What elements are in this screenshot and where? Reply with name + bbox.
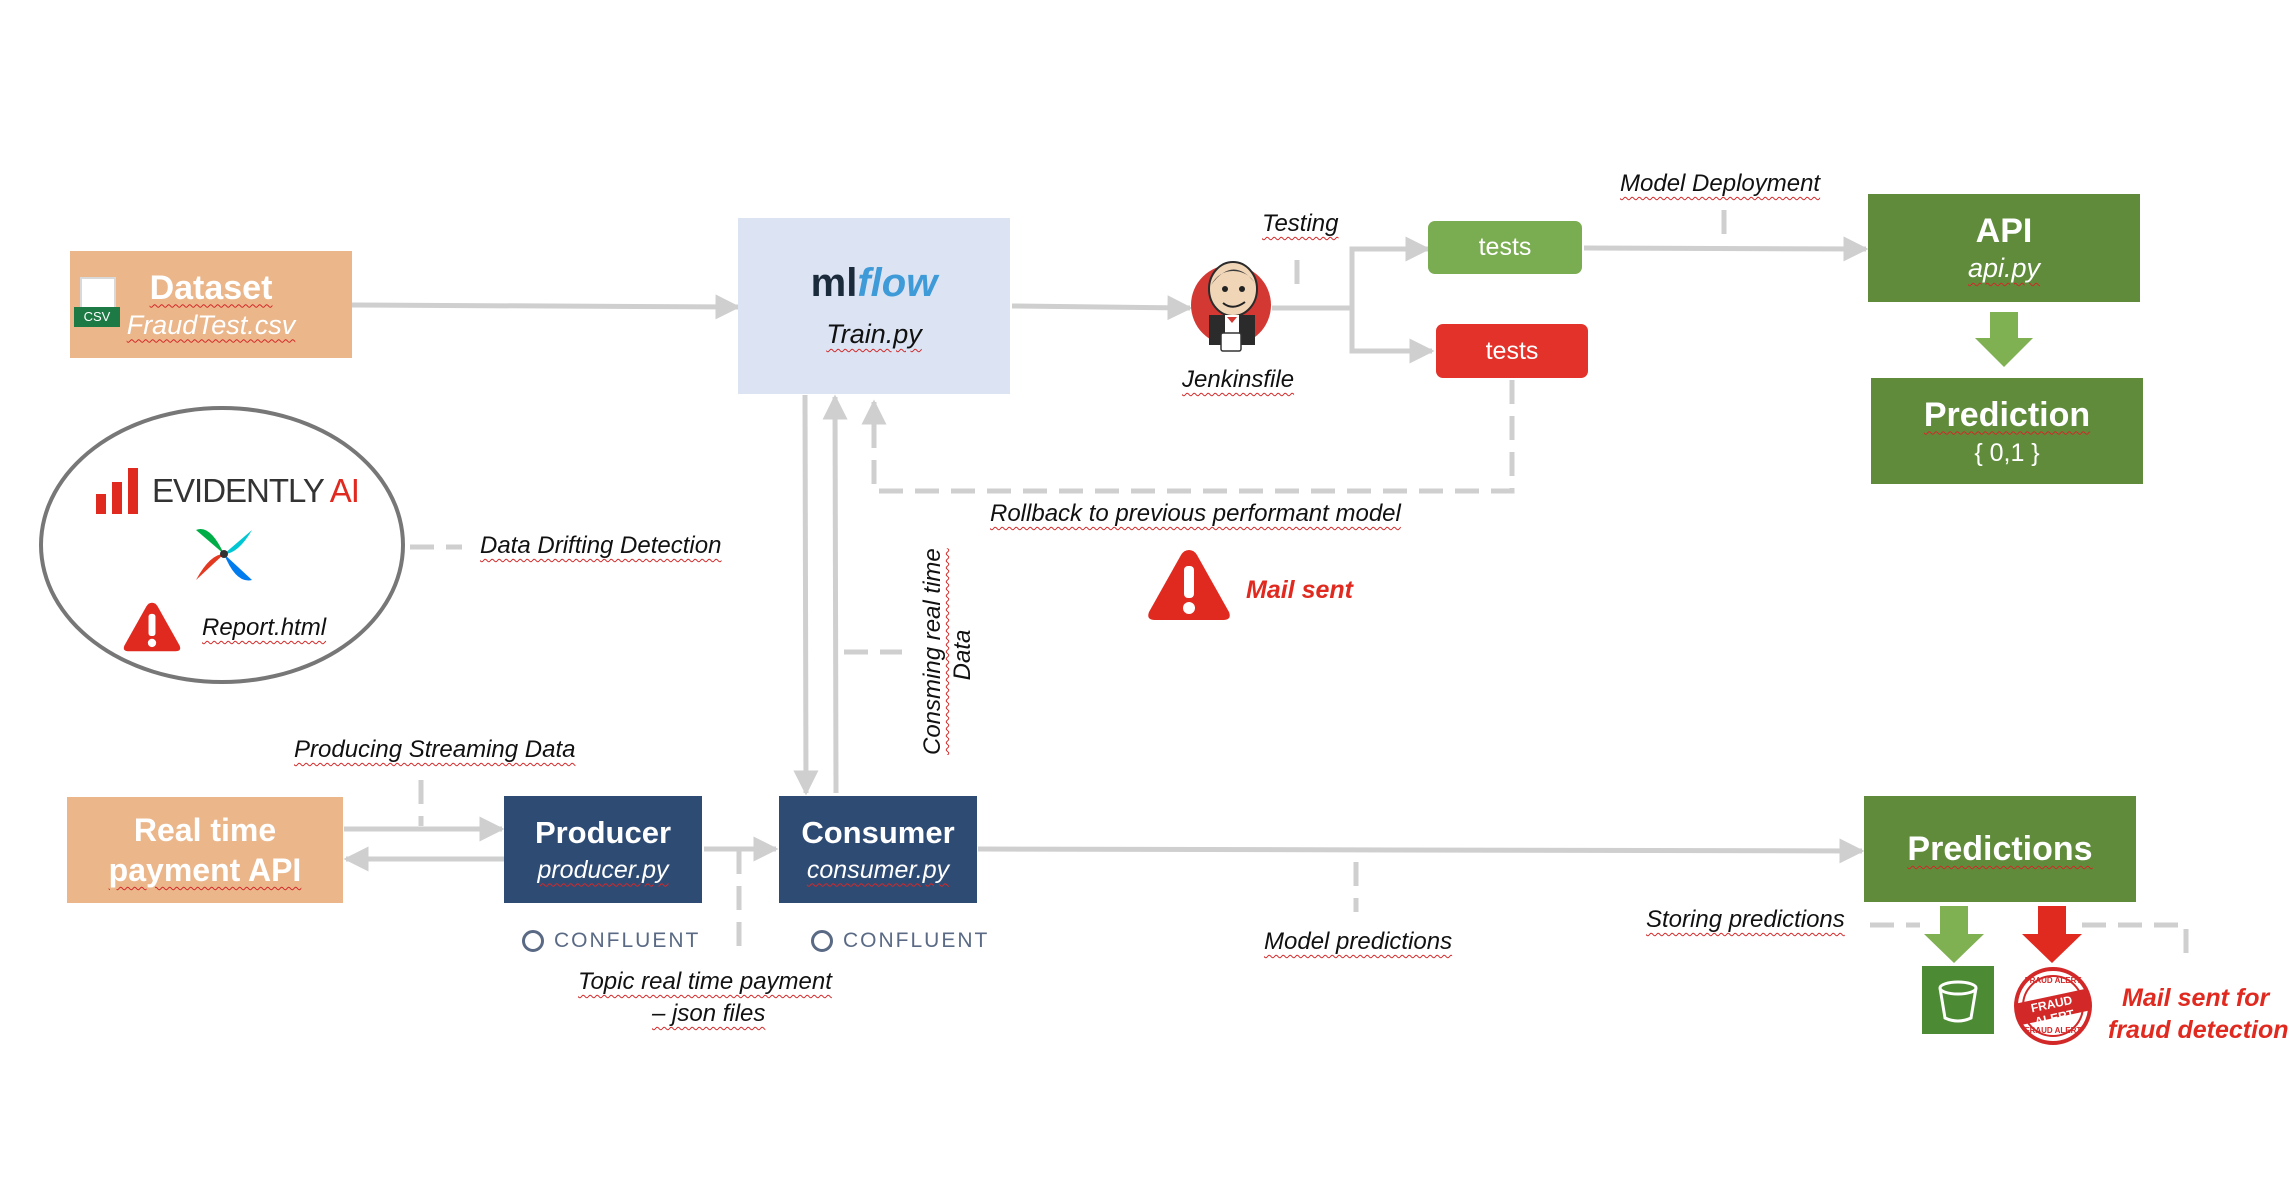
fraud-stamp-bottom: FRAUD ALERT	[2024, 1026, 2082, 1035]
mlflow-file: Train.py	[826, 319, 922, 349]
model-predictions-label: Model predictions	[1264, 928, 1453, 955]
producer-box: Producer producer.py	[504, 796, 702, 903]
mlflow-box: mlflow Train.py	[738, 218, 1010, 394]
tests-pass-badge: tests	[1428, 221, 1582, 274]
producer-file: producer.py	[537, 855, 669, 884]
report-label: Report.html	[202, 614, 327, 641]
realtime-api-box: Real time payment API	[67, 797, 343, 903]
consumer-file: consumer.py	[806, 855, 950, 884]
arrow-jenkins-tests-pass	[1272, 236, 1431, 311]
topic-label-1: Topic real time payment	[578, 968, 832, 995]
mail-sent-label: Mail sent	[1246, 576, 1353, 604]
csv-file-icon: CSV	[74, 277, 120, 329]
api-file: api.py	[1967, 253, 2041, 283]
dataset-title: Dataset	[149, 268, 273, 307]
report-warning-icon	[122, 600, 182, 654]
arrow-api-prediction	[1975, 312, 2033, 367]
arrow-tests-api	[1583, 236, 1869, 262]
jenkins-icon	[1187, 255, 1275, 355]
dataset-box: Dataset FraudTest.csv	[70, 251, 352, 358]
producing-label: Producing Streaming Data	[294, 736, 576, 763]
data-drifting-label: Data Drifting Detection	[480, 532, 722, 559]
arrow-mlflow-consumer	[793, 394, 819, 796]
tests-fail-badge: tests	[1436, 324, 1588, 378]
fraud-stamp-top: FRAUD ALERT	[2024, 976, 2082, 985]
arrow-predictions-alert	[2022, 906, 2082, 963]
jenkins-label: Jenkinsfile	[1182, 366, 1295, 393]
evidently-bars-icon	[96, 468, 138, 514]
arrow-jenkins-tests-fail	[1349, 308, 1435, 364]
consuming-label: Consming real time Data	[919, 548, 976, 755]
consumer-title: Consumer	[801, 814, 955, 850]
predictions-title: Predictions	[1907, 830, 2093, 868]
arrow-consumer-mlflow	[822, 394, 848, 794]
storing-label: Storing predictions	[1646, 906, 1845, 933]
mlflow-logo: mlflow	[810, 261, 938, 305]
arrow-dataset-mlflow	[351, 294, 741, 320]
realtime-title-2: payment API	[108, 852, 302, 888]
storage-bucket-icon	[1922, 966, 1994, 1034]
confluent-icon	[522, 930, 544, 952]
api-title: API	[1975, 212, 2033, 250]
prediction-title: Prediction	[1923, 395, 2091, 434]
model-deployment-label: Model Deployment	[1620, 170, 1821, 197]
rollback-dashed-line	[861, 380, 1515, 494]
topic-label-2: – json files	[652, 1000, 766, 1027]
prediction-box: Prediction { 0,1 }	[1871, 378, 2143, 484]
prediction-values: { 0,1 }	[1974, 438, 2040, 467]
mail-fraud-label-2: fraud detection	[2108, 1016, 2289, 1044]
evidently-logo: EVIDENTLY AI	[96, 468, 360, 514]
api-box: API api.py	[1868, 194, 2140, 302]
fraud-alert-stamp-icon: FRAUD ALERT FRAUD ALERT FRAUD ALERT	[2012, 966, 2094, 1046]
mail-fraud-label-1: Mail sent for	[2122, 984, 2270, 1012]
arrow-consumer-predictions	[977, 838, 1865, 864]
confluent-logo-consumer: CONFLUENT	[811, 929, 989, 953]
airflow-icon	[190, 522, 258, 586]
confluent-logo-producer: CONFLUENT	[522, 929, 700, 953]
realtime-title-1: Real time	[133, 812, 277, 848]
producer-title: Producer	[534, 814, 672, 850]
consumer-box: Consumer consumer.py	[779, 796, 977, 903]
arrow-predictions-storage	[1924, 906, 1984, 963]
rollback-label: Rollback to previous performant model	[990, 500, 1401, 527]
evidently-oval	[39, 406, 405, 684]
warning-icon	[1146, 546, 1232, 624]
predictions-box: Predictions	[1864, 796, 2136, 902]
confluent-icon	[811, 930, 833, 952]
arrow-mlflow-jenkins	[1011, 295, 1193, 321]
dataset-file: FraudTest.csv	[126, 309, 296, 340]
testing-label: Testing	[1262, 210, 1339, 237]
